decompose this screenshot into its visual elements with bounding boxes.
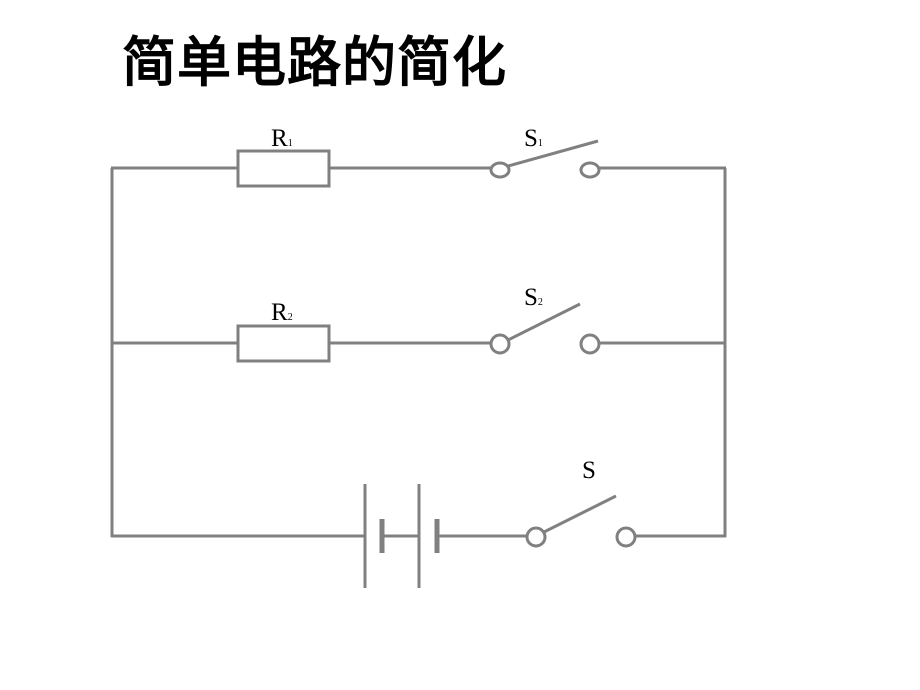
switch-s-blade	[543, 494, 617, 534]
label-s2: S2	[524, 284, 543, 311]
resistor-r1	[236, 149, 331, 188]
switch-s2-terminal-left	[489, 333, 511, 355]
switch-s1-blade	[507, 139, 599, 168]
switch-s1-terminal-right	[579, 161, 601, 179]
switch-s-terminal-right	[615, 526, 637, 548]
switch-s2-terminal-right	[579, 333, 601, 355]
label-r1: R1	[271, 125, 293, 152]
label-s: S	[582, 457, 596, 484]
page-title: 简单电路的简化	[122, 31, 507, 94]
label-s1: S1	[524, 125, 543, 152]
switch-s-terminal-left	[525, 526, 547, 548]
label-r2: R2	[271, 299, 293, 326]
switch-s1-terminal-left	[489, 161, 511, 179]
resistor-r2	[236, 324, 331, 363]
switch-s2-blade	[507, 302, 581, 342]
